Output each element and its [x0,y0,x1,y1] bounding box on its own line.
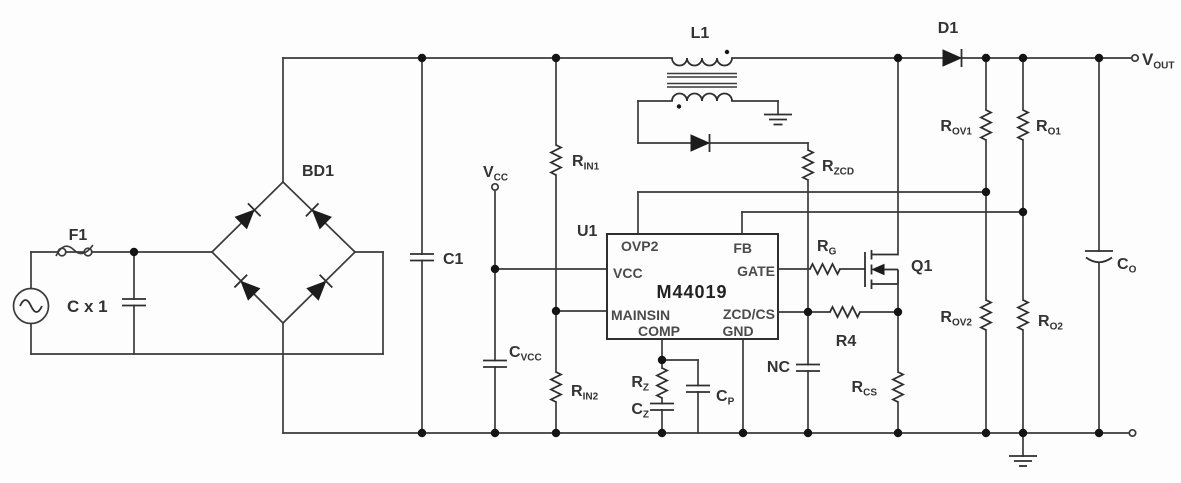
pin-label-vcc: VCC [613,265,643,281]
pin-label-zcdcs: ZCD/CS [723,306,775,322]
label-rov1: ROV1 [940,118,972,138]
capacitor-co [1085,250,1113,264]
ic-part-number: M44019 [656,282,727,302]
resistor-rg [809,261,841,277]
resistor-rin1 [548,144,564,176]
label-d1: D1 [938,20,959,37]
fuse-f1 [55,244,94,257]
body-arrow-icon [871,263,885,276]
label-l1: L1 [691,25,710,42]
mosfet-q1 [864,250,899,289]
label-co: CO [1117,256,1137,276]
label-vcc-terminal: VCC [483,164,508,184]
ground-aux-winding [764,113,792,126]
resistor-ro2 [1015,299,1031,331]
vcc-terminal [490,182,500,192]
bridge-rectifier-bd1 [233,202,334,302]
label-q1: Q1 [911,258,932,275]
primary-phase-dot [724,49,730,55]
resistor-rov2 [978,299,994,331]
capacitor-cp [686,384,710,393]
label-cvcc: CVCC [509,344,542,364]
ground-return-terminal [1128,428,1137,438]
label-cx1: C x 1 [67,297,108,316]
resistor-rz [654,367,670,399]
pin-label-fb: FB [733,240,752,256]
label-rz: RZ [631,374,649,394]
capacitor-nc [796,363,820,372]
capacitor-cx1 [122,298,146,307]
pin-label-ovp2: OVP2 [621,238,659,254]
diode-aux [690,133,711,153]
label-ro2: RO2 [1038,313,1063,333]
aux-phase-dot [676,104,682,109]
label-nc: NC [767,359,791,376]
primary-winding [671,57,733,67]
resistor-rcs [890,371,906,403]
pin-label-comp: COMP [638,323,680,339]
aux-winding [671,92,733,102]
resistor-ro1 [1015,109,1031,141]
transformer-l1 [667,49,737,109]
capacitor-cz [650,402,674,411]
label-rov2: ROV2 [940,309,972,329]
label-ro1: RO1 [1036,118,1061,138]
label-rzcd: RZCD [822,158,854,178]
label-r4: R4 [836,333,857,350]
resistor-rov1 [978,109,994,141]
circuit-wires [30,57,1133,457]
ac-source [12,287,50,325]
pin-label-gnd: GND [722,323,753,339]
label-cz: CZ [631,401,649,421]
ground-output-divider [1009,455,1037,467]
sine-wave-icon [19,299,43,313]
label-rg: RG [817,238,837,258]
diode-d1 [942,48,963,68]
capacitor-c1 [410,253,434,262]
pin-label-gate: GATE [737,263,775,279]
vout-terminal [1130,53,1140,63]
resistor-r4 [829,304,861,320]
capacitor-cvcc [483,359,507,368]
label-c1: C1 [443,251,464,268]
label-rcs: RCS [852,379,878,399]
label-bd1: BD1 [302,163,334,180]
junction-dots [129,53,1104,438]
label-u1: U1 [577,223,598,240]
label-vout: VOUT [1142,50,1174,72]
resistor-rin2 [548,371,564,403]
label-rin2: RIN2 [571,383,599,403]
resistor-rzcd [800,149,816,181]
label-cp: CP [716,388,735,408]
pin-label-mainsin: MAINSIN [611,307,670,323]
label-f1: F1 [69,227,88,244]
label-rin1: RIN1 [572,153,600,173]
ic-u1: OVP2 FB VCC GATE MAINSIN ZCD/CS COMP GND… [606,233,779,340]
